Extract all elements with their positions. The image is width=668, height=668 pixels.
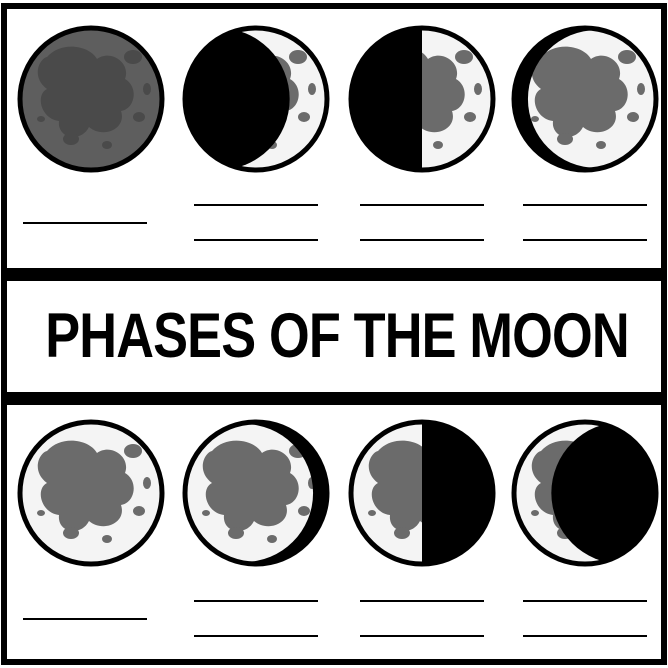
moon-waxing-gibbous [514, 28, 656, 170]
moon-full-moon [20, 422, 162, 564]
moon-new-moon [20, 28, 162, 170]
page-title: PHASES OF THE MOON [67, 288, 607, 384]
moon-waning-gibbous [185, 422, 327, 564]
divider-bar-lower [4, 392, 664, 405]
moon-first-quarter [351, 28, 493, 170]
divider-bar-upper [4, 268, 664, 281]
moon-last-quarter [351, 422, 493, 564]
